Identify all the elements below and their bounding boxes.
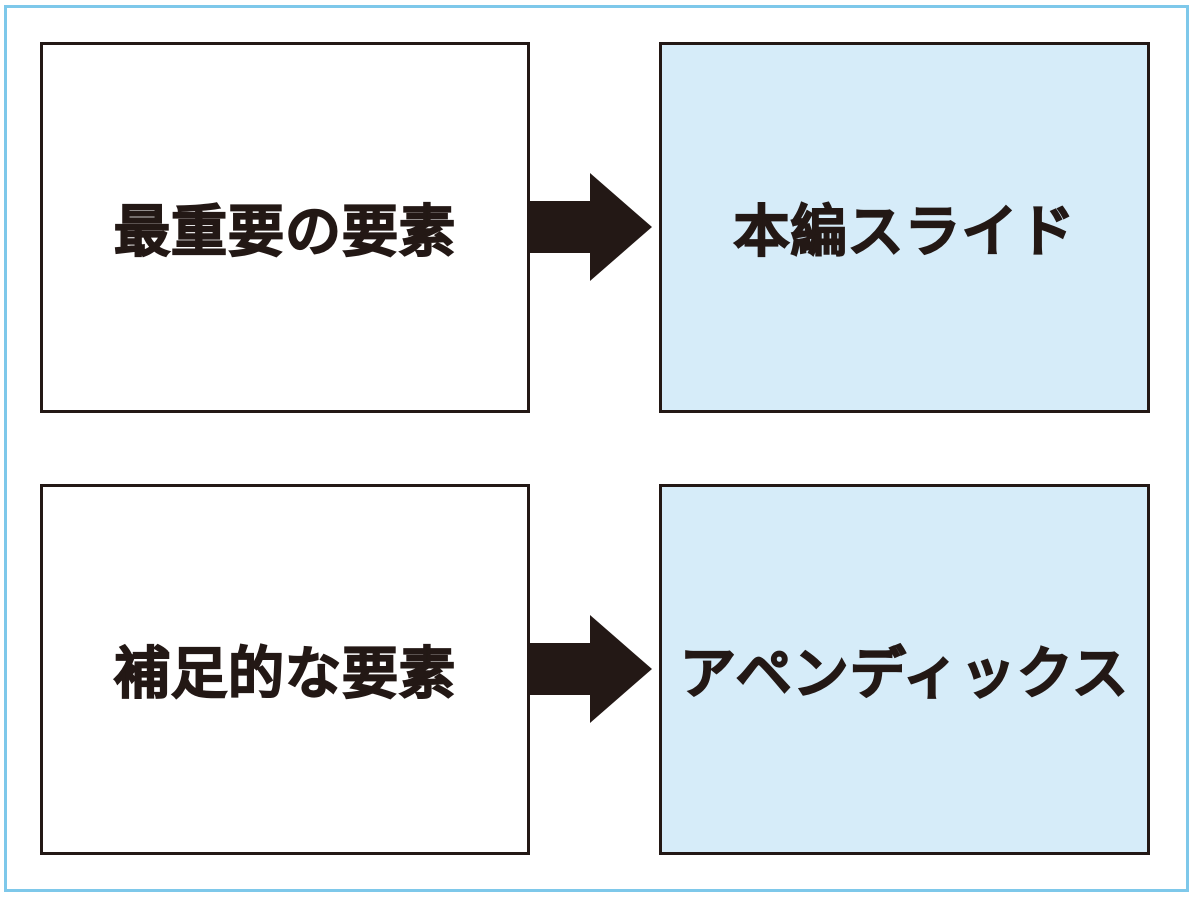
- source-label-primary: 最重要の要素: [113, 199, 456, 266]
- right-arrow-icon: [528, 173, 652, 281]
- source-box-primary: 最重要の要素: [40, 42, 530, 413]
- right-arrow-icon: [528, 615, 652, 723]
- target-label-main-slides: 本編スライド: [733, 199, 1076, 266]
- source-box-supplementary: 補足的な要素: [40, 484, 530, 855]
- source-label-supplementary: 補足的な要素: [113, 641, 456, 708]
- target-label-appendix: アペンディックス: [679, 641, 1130, 708]
- target-box-main-slides: 本編スライド: [659, 42, 1150, 413]
- target-box-appendix: アペンディックス: [659, 484, 1150, 855]
